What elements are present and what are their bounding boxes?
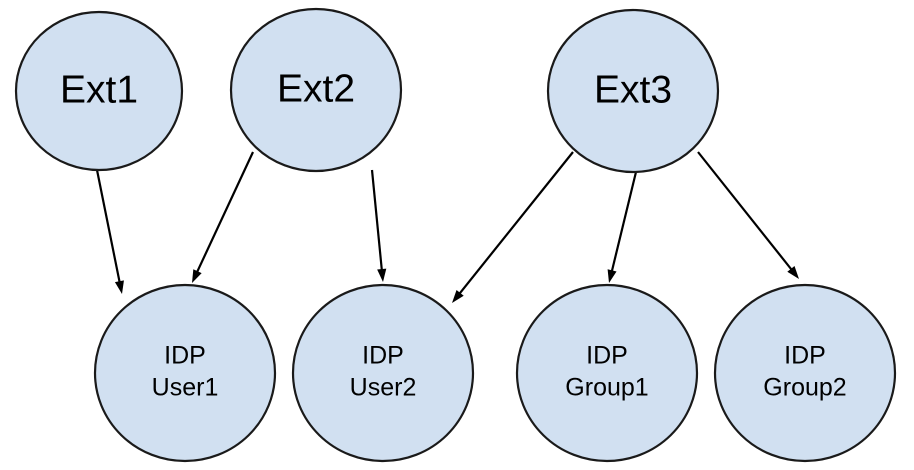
node-shape-idp-user1[interactable] bbox=[93, 283, 277, 463]
node-ext1[interactable]: Ext1 bbox=[14, 10, 184, 172]
node-label-idp-group2-line2: Group2 bbox=[763, 374, 846, 402]
edge-ext3-to-idp-user2 bbox=[452, 151, 574, 303]
node-ext2[interactable]: Ext2 bbox=[229, 7, 403, 173]
node-shape-idp-user2[interactable] bbox=[291, 283, 475, 463]
arrowhead-icon bbox=[114, 280, 124, 294]
edge-shaft bbox=[697, 151, 793, 271]
node-idp-user2[interactable]: IDP User2 bbox=[291, 283, 475, 463]
node-shape-ext1[interactable] bbox=[14, 10, 184, 172]
node-label-idp-user2-line1: IDP bbox=[362, 342, 404, 370]
node-label-idp-user1-line1: IDP bbox=[164, 342, 206, 370]
node-shape-idp-group1[interactable] bbox=[515, 283, 699, 463]
node-shape-ext3[interactable] bbox=[546, 8, 720, 174]
edge-shaft bbox=[95, 169, 121, 283]
edge-shaft bbox=[458, 151, 574, 295]
node-ext3[interactable]: Ext3 bbox=[546, 8, 720, 174]
edge-ext3-to-idp-group1 bbox=[607, 171, 638, 283]
node-label-idp-user2-line2: User2 bbox=[350, 374, 417, 402]
arrowhead-icon bbox=[787, 265, 799, 279]
node-label-idp-group1-line2: Group1 bbox=[565, 374, 648, 402]
edge-ext1-to-idp-user1 bbox=[95, 169, 124, 294]
edge-ext2-to-idp-user1 bbox=[192, 151, 254, 283]
node-shape-idp-group2[interactable] bbox=[713, 283, 897, 463]
edge-shaft bbox=[195, 151, 254, 274]
arrowhead-icon bbox=[452, 289, 464, 303]
node-label-ext2: Ext2 bbox=[277, 67, 355, 110]
node-idp-user1[interactable]: IDP User1 bbox=[93, 283, 277, 463]
node-idp-group2[interactable]: IDP Group2 bbox=[713, 283, 897, 463]
edge-shaft bbox=[610, 171, 638, 273]
arrowhead-icon bbox=[607, 269, 617, 283]
node-label-idp-group2-line1: IDP bbox=[784, 342, 826, 370]
node-shape-ext2[interactable] bbox=[229, 7, 403, 173]
arrowhead-icon bbox=[377, 268, 387, 282]
node-idp-group1[interactable]: IDP Group1 bbox=[515, 283, 699, 463]
edges-layer bbox=[95, 151, 799, 303]
edge-ext3-to-idp-group2 bbox=[697, 151, 799, 279]
edge-ext2-to-idp-user2 bbox=[370, 169, 387, 282]
node-label-ext1: Ext1 bbox=[60, 68, 138, 111]
node-label-idp-group1-line1: IDP bbox=[586, 342, 628, 370]
node-label-idp-user1-line2: User1 bbox=[152, 374, 219, 402]
node-label-ext3: Ext3 bbox=[594, 68, 672, 111]
arrowhead-icon bbox=[192, 269, 202, 283]
edge-shaft bbox=[370, 169, 383, 271]
